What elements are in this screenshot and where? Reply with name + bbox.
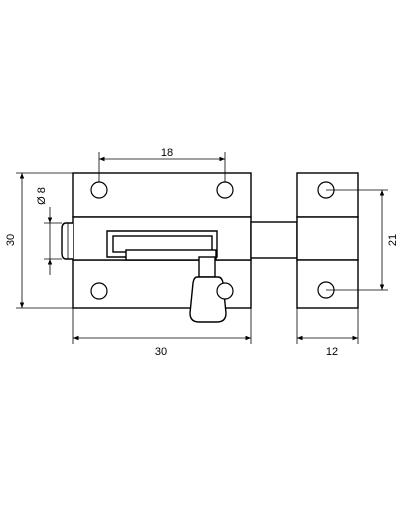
dim-keeper-hole-spacing-label: 21	[387, 234, 399, 246]
bolt-rod	[250, 221, 298, 259]
bolt-rod-inside	[125, 249, 217, 261]
keeper-middle	[296, 216, 359, 261]
bolt-body	[61, 172, 252, 323]
dim-body-height: 30	[5, 172, 73, 309]
keeper	[296, 172, 359, 309]
dim-body-width-label: 30	[155, 346, 167, 358]
dim-keeper-hole-spacing: 21	[326, 189, 399, 291]
dim-bolt-diameter-label: Ø 8	[36, 187, 48, 205]
body-hole-bottom-left	[90, 282, 108, 300]
dim-body-height-label: 30	[5, 234, 17, 246]
body-hole-top-right	[216, 181, 234, 199]
handle-stem	[198, 256, 216, 278]
dim-hole-spacing: 18	[98, 147, 226, 182]
dim-bolt-diameter: Ø 8	[36, 187, 62, 275]
body-hole-bottom-right	[216, 282, 234, 300]
dim-body-width: 30	[72, 308, 252, 358]
dim-keeper-width-label: 12	[326, 346, 338, 358]
bolt-end-cap	[61, 222, 73, 260]
dim-keeper-width: 12	[296, 308, 359, 358]
dim-hole-spacing-label: 18	[161, 147, 173, 159]
body-hole-top-left	[90, 181, 108, 199]
